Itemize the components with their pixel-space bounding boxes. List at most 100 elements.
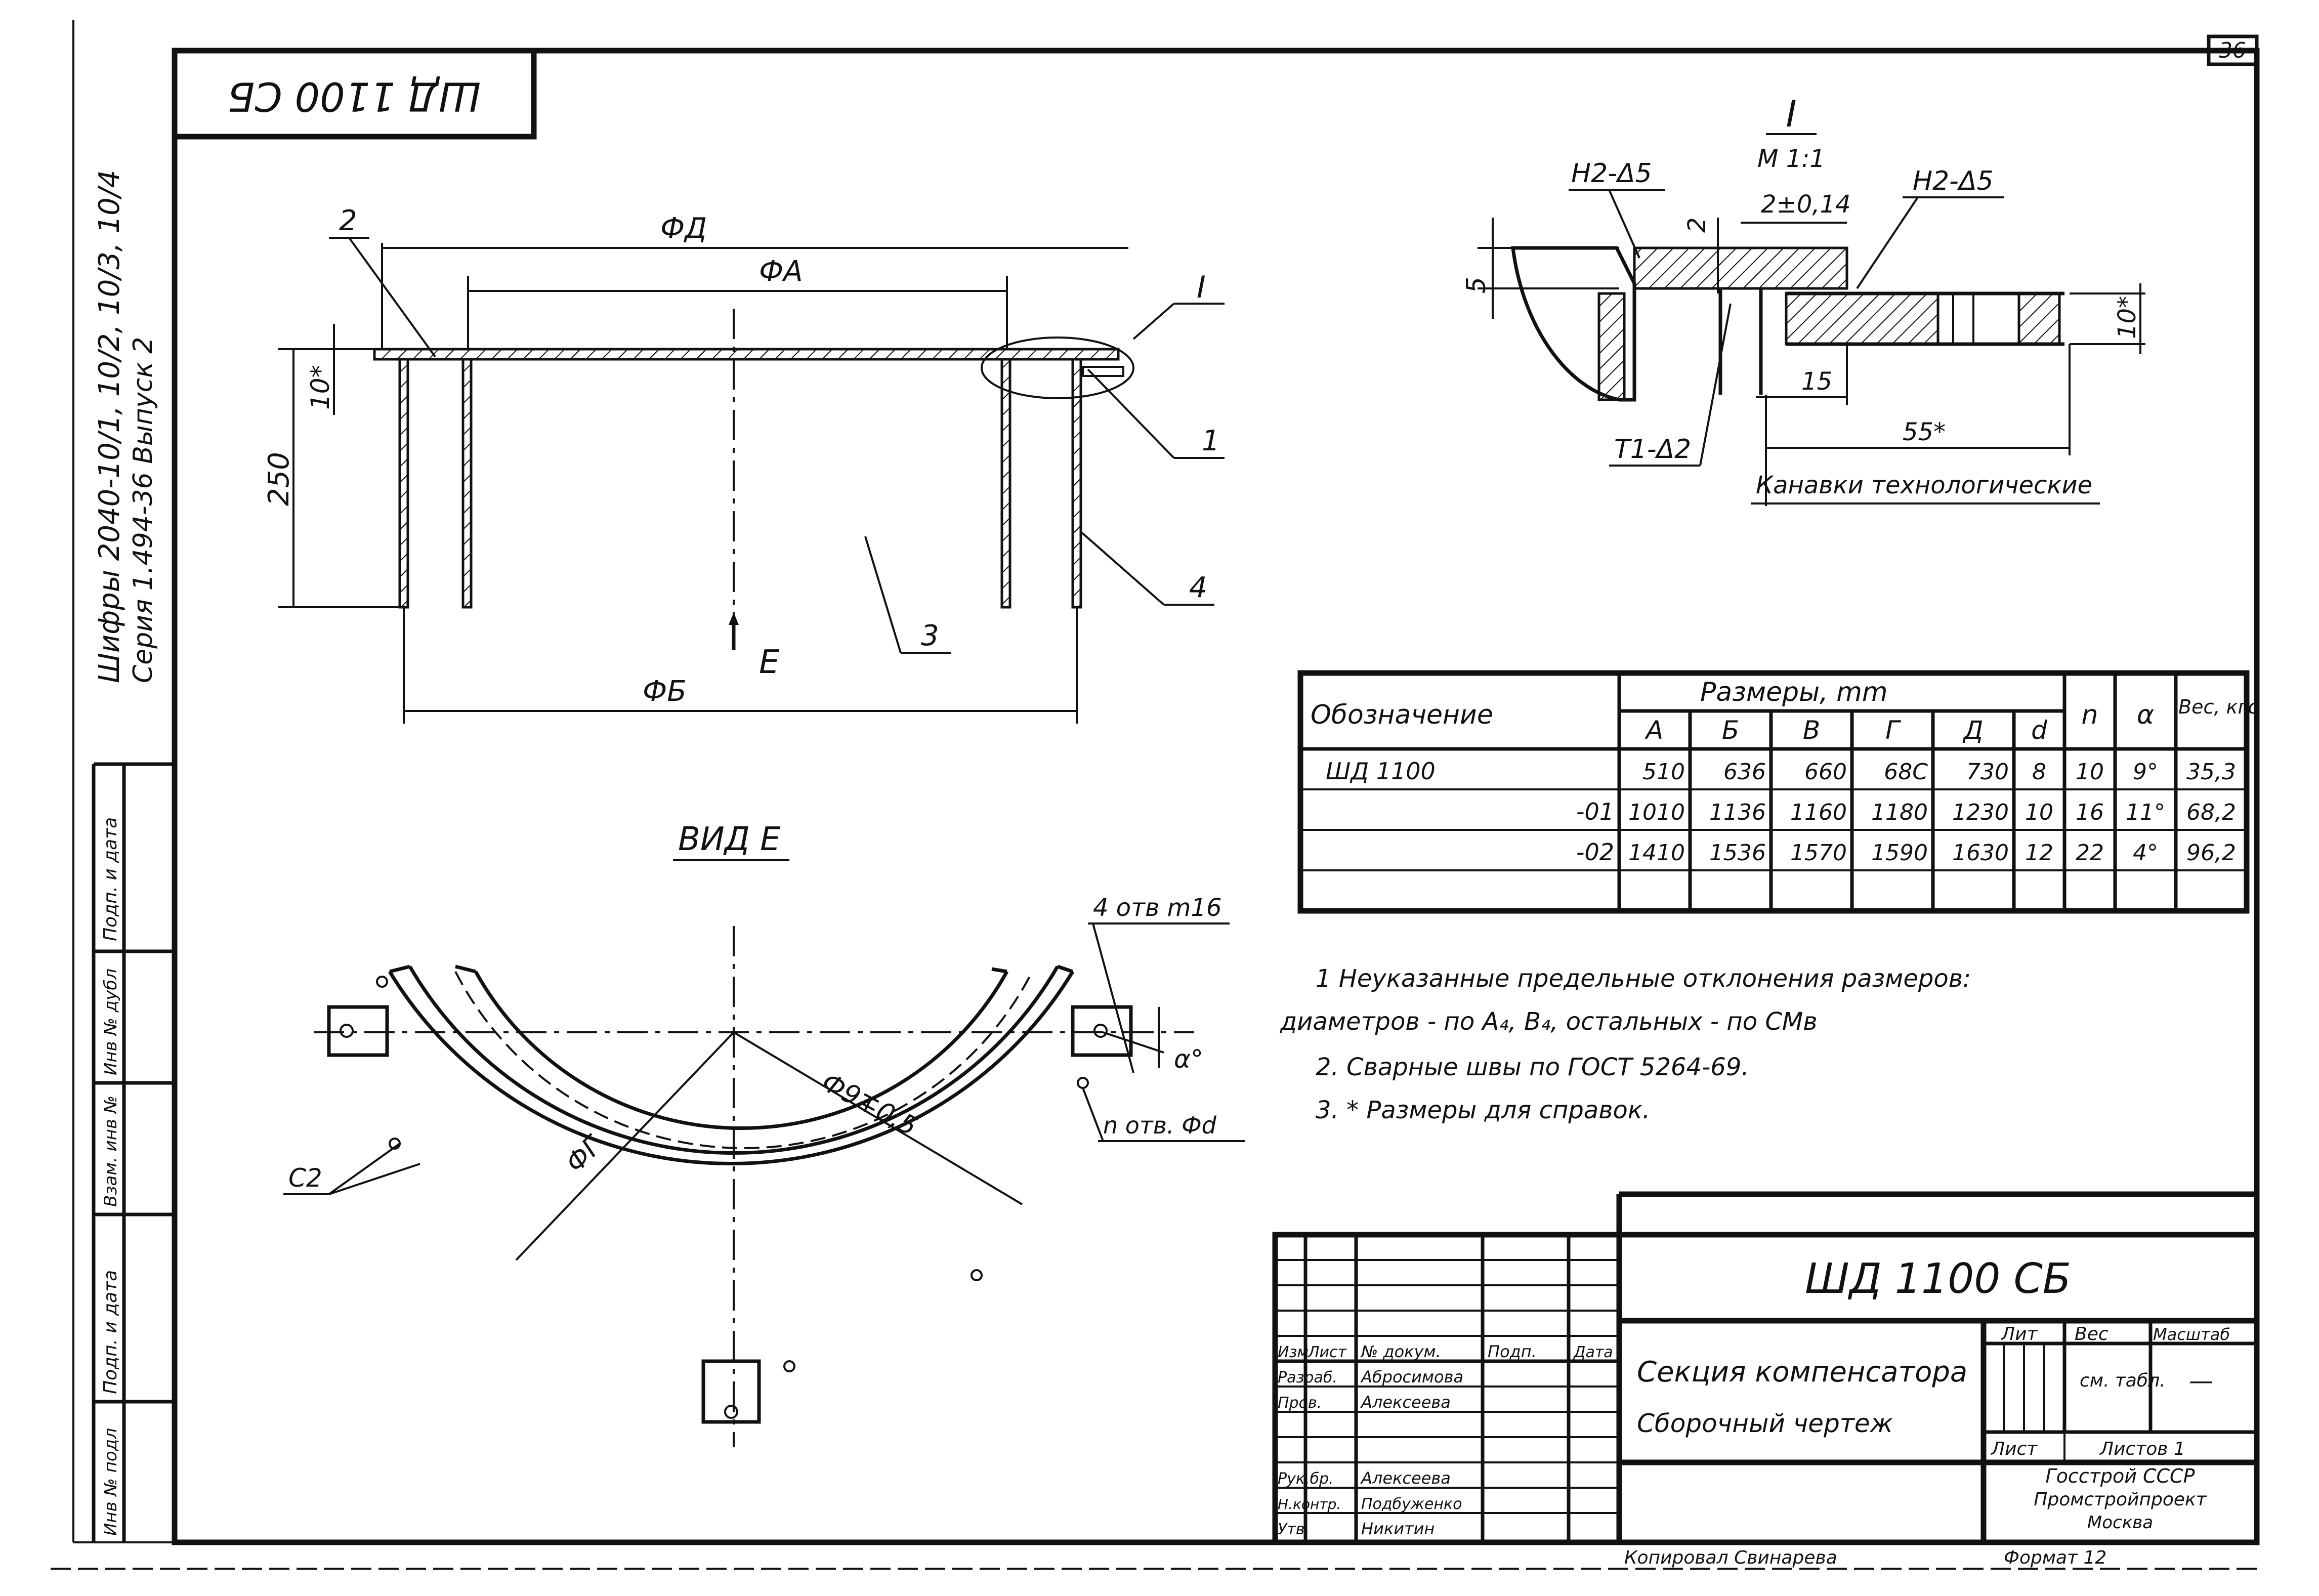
left-strip: Подп. и дата Инв № дубл Взам. инв № Подп…: [92, 762, 175, 1542]
sheet-number-box: 36: [2207, 34, 2259, 66]
view-arrow-label: Е: [759, 644, 780, 681]
table-row-name: -02: [1576, 838, 1614, 866]
tb-drawing-code: ШД 1100 СБ: [1805, 1255, 2071, 1303]
detail-dim-tol: 2±0,14: [1761, 190, 1851, 219]
side-note-line2: Серия 1.494-36 Выпуск 2: [128, 337, 158, 683]
tb-org-line2: Промстройпроект: [2034, 1489, 2207, 1510]
pos-2-label: 2: [339, 204, 357, 237]
tb-head-date: Дата: [1573, 1343, 1613, 1361]
tb-sheets-label: Листов 1: [2099, 1439, 2185, 1459]
tb-weight-value: см. табл.: [2080, 1370, 2166, 1391]
table-cell: 96,2: [2186, 840, 2236, 866]
tb-scale-value: —: [2189, 1367, 2213, 1395]
table-cell: 10: [2025, 800, 2053, 825]
note-line-4: 3. * Размеры для справок.: [1316, 1096, 1650, 1124]
tb-role: Пров.: [1278, 1394, 1322, 1412]
table-col-B: Б: [1722, 716, 1739, 745]
table-header-designation: Обозначение: [1311, 700, 1493, 730]
tb-role: Н.контр.: [1278, 1496, 1341, 1513]
tb-head-list: Лист: [1308, 1343, 1347, 1361]
detail-dim-55: 55*: [1903, 418, 1946, 446]
detail-view: I М 1:1 Н2-Δ5 Н2-Δ5 Т1-Δ2 5 2 2±0,: [1461, 93, 2145, 506]
tb-role: Разраб.: [1278, 1369, 1337, 1387]
pos-3-label: 3: [921, 619, 939, 652]
tb-lit-label: Лит: [2000, 1324, 2038, 1345]
weld-right: Н2-Δ5: [1913, 166, 1994, 196]
title-block: Изм Лист № докум. Подп. Дата Разраб. Абр…: [1272, 1191, 2260, 1568]
table-col-A: А: [1645, 716, 1663, 745]
tb-head-izm: Изм: [1278, 1343, 1309, 1361]
strip-label-4: Подп. и дата: [100, 1270, 121, 1394]
table-cell: 4°: [2133, 840, 2158, 866]
view-e-n-holes: n отв. Фd: [1103, 1112, 1217, 1139]
table-cell: 1010: [1628, 800, 1685, 825]
notes: 1 Неуказанные предельные отклонения разм…: [1280, 964, 1971, 1124]
table-cell: 730: [1966, 759, 2009, 785]
table-header-alpha: α: [2137, 700, 2154, 730]
weld-bottom: Т1-Δ2: [1614, 434, 1691, 465]
table-cell: 1630: [1952, 840, 2009, 866]
view-e-holes-label: 4 отв m16: [1093, 894, 1222, 922]
tb-role-name: Алексеева: [1360, 1393, 1451, 1412]
table-cell: 12: [2025, 840, 2053, 866]
table-cell: 660: [1804, 759, 1847, 785]
tb-role: Утв.: [1278, 1521, 1310, 1538]
table-cell: 1230: [1952, 800, 2009, 825]
detail-title: I: [1786, 93, 1796, 135]
table-cell: 16: [2076, 800, 2104, 825]
table-cell: 22: [2076, 840, 2104, 866]
side-note-line1: Шифры 2040-10/1, 10/2, 10/3, 10/4: [93, 170, 126, 683]
tb-format: Формат 12: [2004, 1547, 2106, 1568]
view-e-title: ВИД Е: [678, 821, 781, 858]
table-cell: 68,2: [2186, 800, 2236, 825]
detail-mark-label: I: [1197, 270, 1206, 305]
table-row-name: -01: [1576, 798, 1614, 825]
table-cell: 35,3: [2186, 759, 2236, 785]
table-cell: 1536: [1709, 840, 1766, 866]
weld-left: Н2-Δ5: [1571, 158, 1652, 189]
pos-1-label: 1: [1202, 425, 1220, 457]
sheet-number: 36: [2219, 38, 2246, 63]
note-line-2: диаметров - по А₄, В₄, остальных - по СМ…: [1280, 1007, 1818, 1036]
tb-sheet-label: Лист: [1990, 1439, 2038, 1459]
view-e-weld-c2: С2: [288, 1163, 322, 1193]
tb-org-line3: Москва: [2087, 1513, 2153, 1533]
top-stamp-text: ШД 1100 СБ: [228, 73, 481, 119]
detail-dim-5: 5: [1461, 277, 1492, 293]
table-col-d: d: [2031, 716, 2047, 745]
table-cell: 1570: [1790, 840, 1847, 866]
note-line-1: 1 Неуказанные предельные отклонения разм…: [1316, 964, 1971, 993]
tb-copied: Копировал Свинарева: [1624, 1547, 1837, 1568]
tb-scale-label: Масштаб: [2153, 1325, 2230, 1344]
tb-role: Рук.бр.: [1278, 1470, 1334, 1488]
tb-name-line1: Секция компенсатора: [1637, 1356, 1967, 1389]
tb-weight-label: Вес: [2075, 1324, 2109, 1345]
table-cell: 1136: [1709, 800, 1766, 825]
table-col-G: Г: [1885, 716, 1902, 745]
tb-role-name: Никитин: [1361, 1519, 1435, 1538]
tb-role-name: Алексеева: [1360, 1468, 1451, 1488]
table-header-weight: Вес, кгс: [2178, 696, 2258, 718]
table-cell: 636: [1723, 759, 1766, 785]
grooves-note: Канавки технологические: [1756, 471, 2092, 499]
table-cell: 10: [2076, 759, 2104, 785]
table-header-sizes: Размеры, mm: [1700, 677, 1888, 707]
view-e-alpha: α°: [1174, 1044, 1203, 1074]
dim-10-label: 10*: [306, 365, 335, 410]
dim-B-label: ФБ: [643, 675, 687, 708]
tb-role-name: Абросимова: [1360, 1367, 1463, 1387]
strip-label-1: Подп. и дата: [100, 817, 121, 941]
detail-dim-10: 10*: [2113, 296, 2141, 339]
dim-height-label: 250: [263, 452, 296, 506]
main-view: Е ФД ФА ФБ 250 10* 2 1 3 4: [263, 204, 1225, 724]
strip-label-3: Взам. инв №: [101, 1096, 121, 1207]
tb-name-line2: Сборочный чертеж: [1637, 1409, 1893, 1438]
table-col-V: В: [1803, 716, 1820, 745]
dimensions-table: Обозначение Размеры, mm А Б В Г Д d n α …: [1297, 670, 2258, 914]
view-e: ВИД Е α° 4 отв m16: [283, 821, 1245, 1447]
table-cell: 510: [1642, 759, 1685, 785]
tb-org-line1: Госстрой СССР: [2045, 1465, 2195, 1487]
table-cell: 1160: [1790, 800, 1847, 825]
side-note: Шифры 2040-10/1, 10/2, 10/3, 10/4 Серия …: [93, 170, 158, 683]
